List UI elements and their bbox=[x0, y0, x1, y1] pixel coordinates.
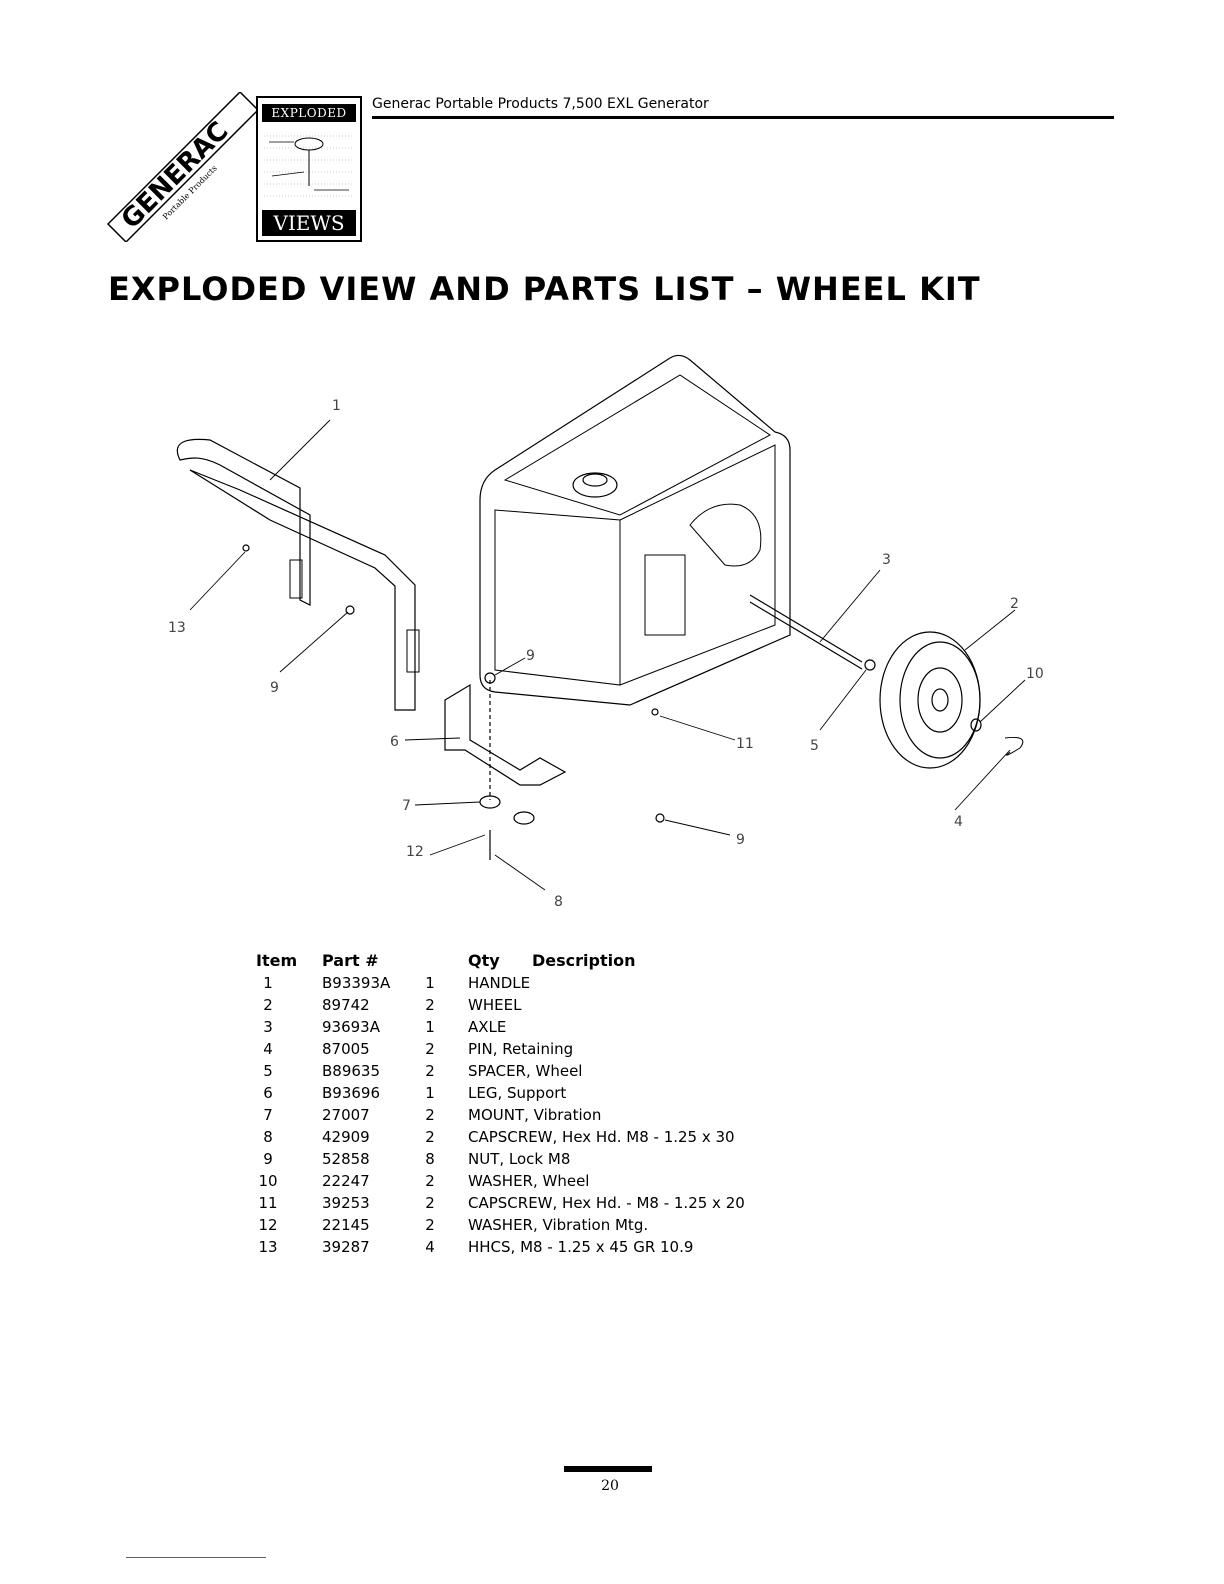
row-part: B93393A bbox=[322, 974, 391, 992]
callout-3: 3 bbox=[882, 552, 891, 568]
row-qty: 2 bbox=[425, 1172, 435, 1190]
callout-4: 4 bbox=[954, 814, 963, 830]
row-part: 87005 bbox=[322, 1040, 370, 1058]
callout-7: 7 bbox=[402, 798, 411, 814]
row-item: 11 bbox=[258, 1194, 278, 1212]
row-part: 39287 bbox=[322, 1238, 370, 1256]
callout-8: 8 bbox=[554, 894, 563, 910]
header-qty: Qty bbox=[468, 951, 500, 970]
document-title: Generac Portable Products 7,500 EXL Gene… bbox=[372, 96, 709, 112]
row-qty: 2 bbox=[425, 996, 435, 1014]
exploded-diagram: 1 13 9 2 3 10 5 4 6 9 11 7 12 8 9 bbox=[168, 354, 1044, 910]
row-qty: 2 bbox=[425, 1040, 435, 1058]
row-item: 1 bbox=[263, 974, 273, 992]
row-qty: 2 bbox=[425, 1194, 435, 1212]
row-desc: LEG, Support bbox=[468, 1084, 567, 1102]
row-desc: NUT, Lock M8 bbox=[468, 1150, 571, 1168]
row-qty: 2 bbox=[425, 1106, 435, 1124]
row-qty: 8 bbox=[425, 1150, 435, 1168]
callout-10: 10 bbox=[1026, 666, 1044, 682]
row-desc: CAPSCREW, Hex Hd. M8 - 1.25 x 30 bbox=[468, 1128, 735, 1146]
row-part: 22145 bbox=[322, 1216, 370, 1234]
row-part: 27007 bbox=[322, 1106, 370, 1124]
row-qty: 1 bbox=[425, 974, 435, 992]
row-desc: WASHER, Vibration Mtg. bbox=[468, 1216, 649, 1234]
badge-top-label: EXPLODED bbox=[262, 104, 356, 122]
generac-logo: GENERAC Portable Products bbox=[106, 92, 260, 242]
footnote-rule bbox=[126, 1557, 266, 1558]
row-item: 6 bbox=[263, 1084, 273, 1102]
callout-5: 5 bbox=[810, 738, 819, 754]
logo-brand: GENERAC bbox=[116, 116, 235, 235]
row-part: 39253 bbox=[322, 1194, 370, 1212]
callout-12: 12 bbox=[406, 844, 424, 860]
row-desc: MOUNT, Vibration bbox=[468, 1106, 602, 1124]
page-number: 20 bbox=[601, 1478, 619, 1494]
row-desc: HHCS, M8 - 1.25 x 45 GR 10.9 bbox=[468, 1238, 694, 1256]
callout-11: 11 bbox=[736, 736, 754, 752]
row-item: 12 bbox=[258, 1216, 278, 1234]
row-desc: SPACER, Wheel bbox=[468, 1062, 583, 1080]
row-qty: 1 bbox=[425, 1018, 435, 1036]
header-item: Item bbox=[256, 951, 298, 970]
row-item: 4 bbox=[263, 1040, 273, 1058]
row-qty: 1 bbox=[425, 1084, 435, 1102]
callout-2: 2 bbox=[1010, 596, 1019, 612]
callout-6: 6 bbox=[390, 734, 399, 750]
row-qty: 2 bbox=[425, 1128, 435, 1146]
row-item: 3 bbox=[263, 1018, 273, 1036]
support-leg-part bbox=[242, 544, 665, 860]
callout-9a: 9 bbox=[270, 680, 279, 696]
generator-frame bbox=[479, 354, 863, 706]
row-item: 5 bbox=[263, 1062, 273, 1080]
row-part: 52858 bbox=[322, 1150, 370, 1168]
header-desc: Description bbox=[532, 951, 636, 970]
row-item: 7 bbox=[263, 1106, 273, 1124]
row-part: 89742 bbox=[322, 996, 370, 1014]
row-part: 42909 bbox=[322, 1128, 370, 1146]
row-desc: AXLE bbox=[468, 1018, 507, 1036]
row-qty: 4 bbox=[425, 1238, 435, 1256]
callout-9b: 9 bbox=[526, 648, 535, 664]
callout-9c: 9 bbox=[736, 832, 745, 848]
row-item: 13 bbox=[258, 1238, 278, 1256]
row-part: B89635 bbox=[322, 1062, 381, 1080]
row-part: 22247 bbox=[322, 1172, 370, 1190]
badge-bottom-label: VIEWS bbox=[262, 210, 356, 236]
row-part: 93693A bbox=[322, 1018, 380, 1036]
row-desc: WASHER, Wheel bbox=[468, 1172, 590, 1190]
row-qty: 2 bbox=[425, 1062, 435, 1080]
row-item: 9 bbox=[263, 1150, 273, 1168]
header-rule bbox=[372, 116, 1114, 119]
row-desc: WHEEL bbox=[468, 996, 522, 1014]
row-item: 2 bbox=[263, 996, 273, 1014]
callout-13: 13 bbox=[168, 620, 186, 636]
handle-part bbox=[176, 438, 420, 711]
callout-1: 1 bbox=[332, 398, 341, 414]
row-part: B93696 bbox=[322, 1084, 381, 1102]
row-qty: 2 bbox=[425, 1216, 435, 1234]
header-part: Part # bbox=[322, 951, 379, 970]
badge-illustration bbox=[264, 135, 354, 197]
footer-bar bbox=[564, 1466, 652, 1472]
row-item: 8 bbox=[263, 1128, 273, 1146]
page-heading: EXPLODED VIEW AND PARTS LIST – WHEEL KIT bbox=[108, 270, 981, 308]
wheel-part bbox=[864, 631, 1024, 769]
row-desc: HANDLE bbox=[468, 974, 531, 992]
leader-lines bbox=[189, 419, 1026, 891]
row-desc: CAPSCREW, Hex Hd. - M8 - 1.25 x 20 bbox=[468, 1194, 745, 1212]
row-item: 10 bbox=[258, 1172, 278, 1190]
row-desc: PIN, Retaining bbox=[468, 1040, 574, 1058]
exploded-views-badge: EXPLODED VIEWS bbox=[256, 96, 362, 242]
